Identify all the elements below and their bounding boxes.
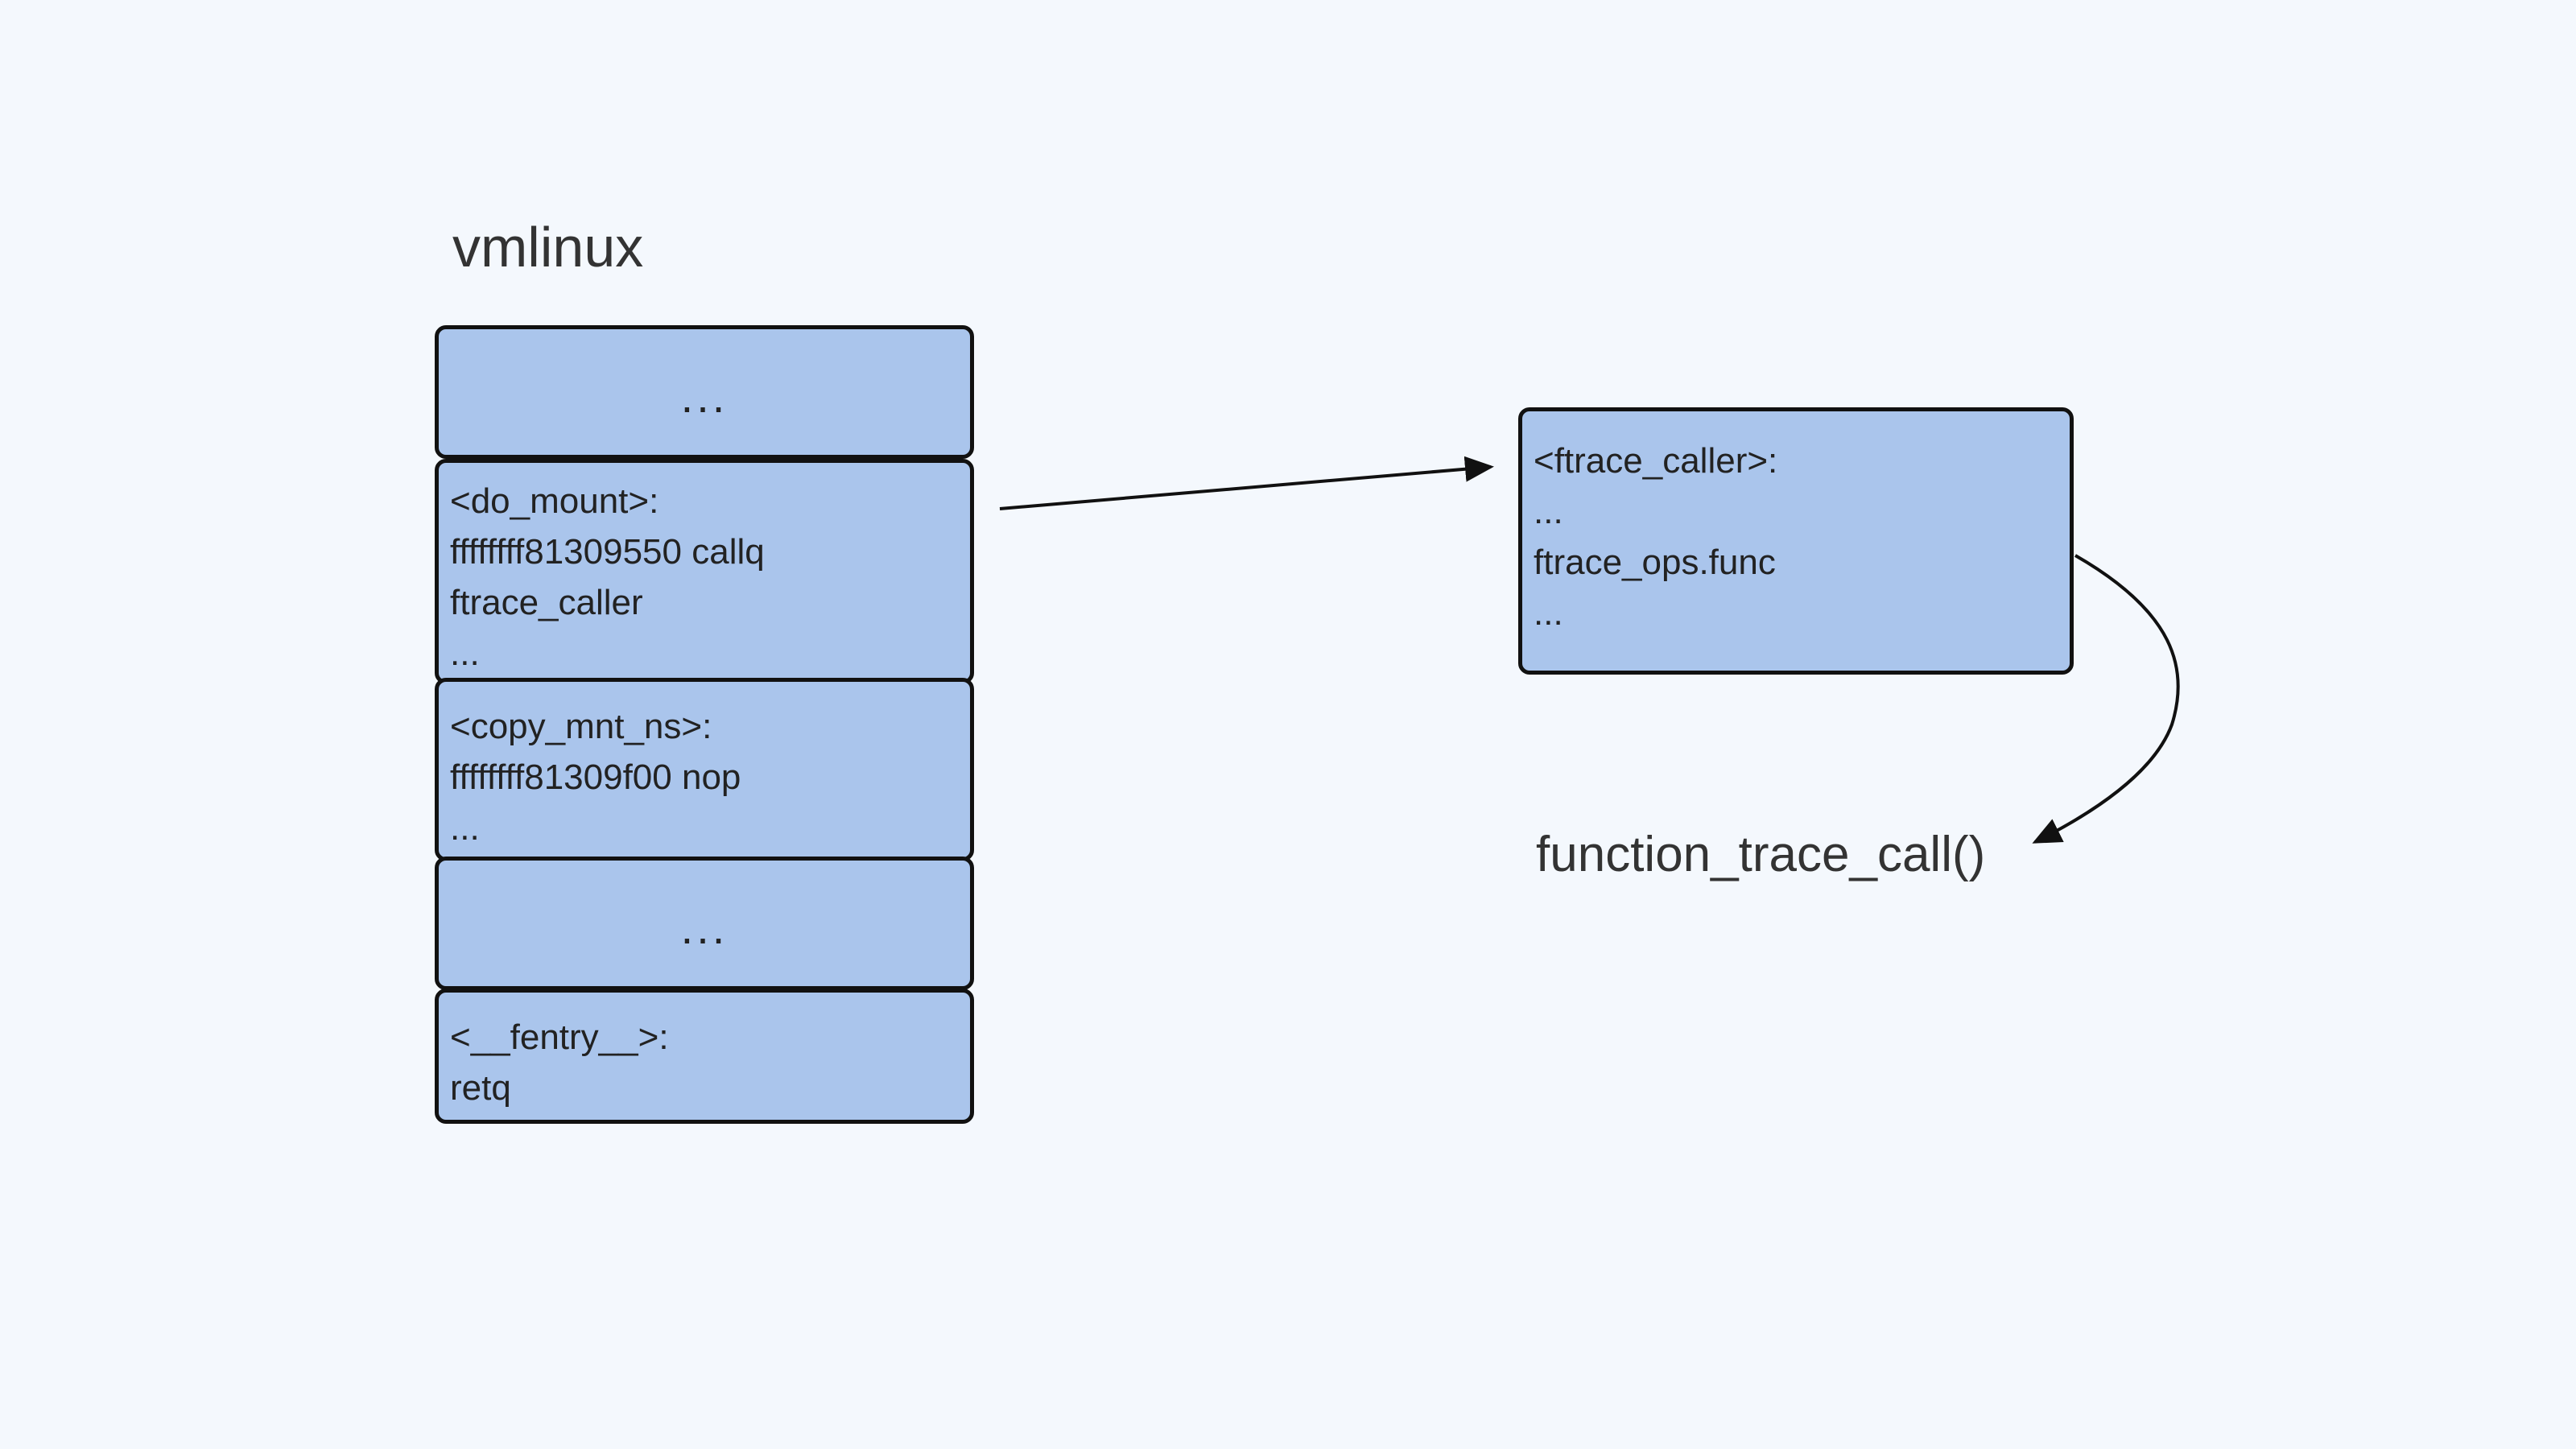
do-mount-ellipsis: ...: [450, 634, 480, 673]
vmlinux-block-top-ellipsis: ...: [435, 325, 974, 459]
ftrace-caller-block: <ftrace_caller>: ... ftrace_ops.func ...: [1518, 407, 2074, 675]
do-mount-call-target: ftrace_caller: [450, 583, 643, 622]
vmlinux-block-fentry: <__fentry__>: retq: [435, 989, 974, 1124]
vmlinux-block-copy-mnt-ns: <copy_mnt_ns>: ffffffff81309f00 nop ...: [435, 678, 974, 861]
fentry-text: <__fentry__>: retq: [450, 1012, 669, 1113]
ftrace-caller-ellipsis-2: ...: [1534, 593, 1563, 633]
ellipsis-text: ...: [680, 371, 729, 422]
copy-mnt-ns-label: <copy_mnt_ns>:: [450, 707, 712, 746]
fentry-retq: retq: [450, 1068, 511, 1108]
copy-mnt-ns-text: <copy_mnt_ns>: ffffffff81309f00 nop ...: [450, 701, 741, 853]
vmlinux-block-do-mount: <do_mount>: ffffffff81309550 callq ftrac…: [435, 459, 974, 684]
ftrace-caller-ellipsis-1: ...: [1534, 492, 1563, 531]
ftrace-ops-func: ftrace_ops.func: [1534, 543, 1776, 582]
vmlinux-block-middle-ellipsis: ...: [435, 857, 974, 990]
copy-mnt-ns-nop-address: ffffffff81309f00 nop: [450, 758, 741, 797]
ftrace-caller-text: <ftrace_caller>: ... ftrace_ops.func ...: [1534, 436, 1777, 638]
do-mount-text: <do_mount>: ffffffff81309550 callq ftrac…: [450, 476, 765, 679]
do-mount-to-ftrace-caller-arrow: [999, 456, 1494, 510]
fentry-label: <__fentry__>:: [450, 1018, 669, 1057]
ellipsis-text: ...: [680, 902, 729, 953]
ftrace-caller-label: <ftrace_caller>:: [1534, 441, 1778, 481]
function-trace-call-label: function_trace_call(): [1536, 827, 1986, 882]
copy-mnt-ns-ellipsis: ...: [450, 808, 480, 848]
vmlinux-title: vmlinux: [452, 216, 644, 279]
do-mount-label: <do_mount>:: [450, 481, 659, 521]
do-mount-call-address: ffffffff81309550 callq: [450, 532, 765, 572]
